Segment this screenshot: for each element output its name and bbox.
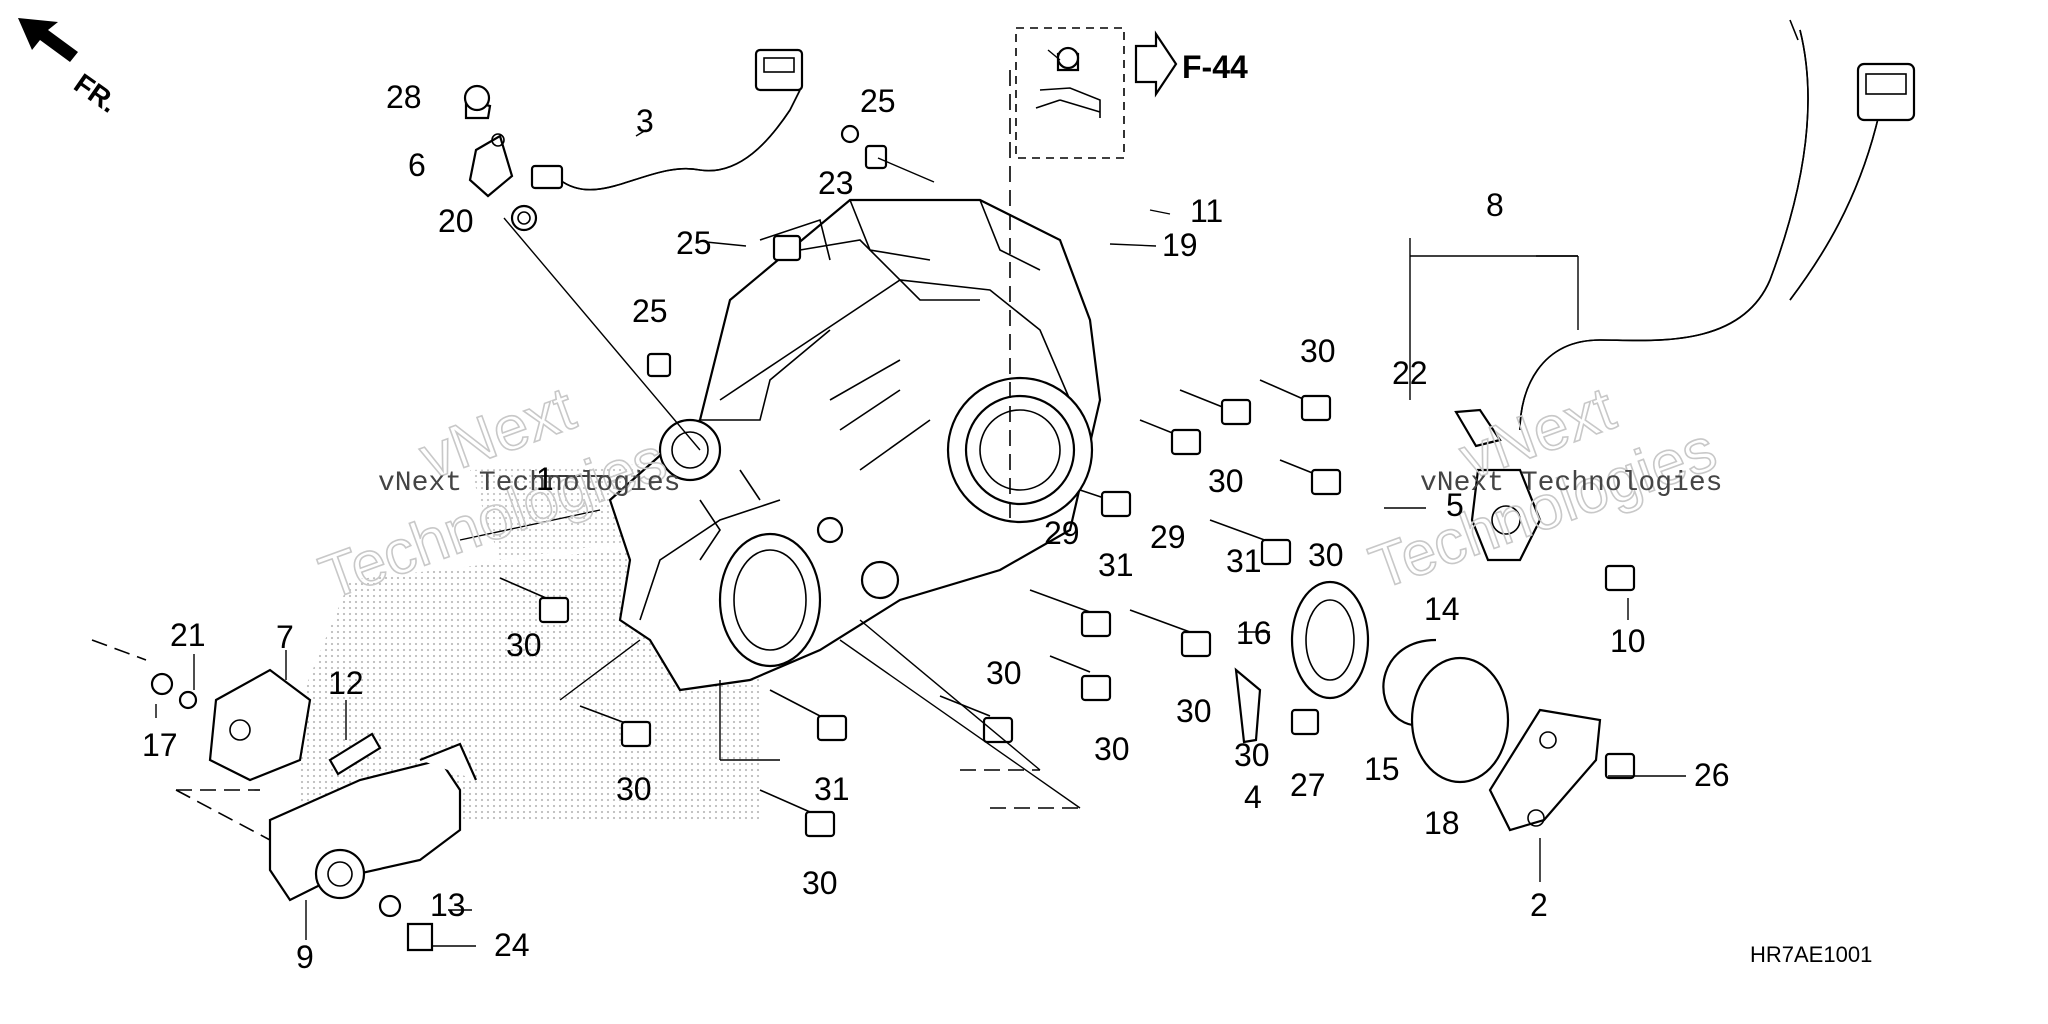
diagram-code: HR7AE1001 — [1750, 942, 1872, 967]
callout-label: 3 — [636, 103, 654, 139]
callout-label: 30 — [1308, 537, 1344, 573]
callout-label: 13 — [430, 887, 466, 923]
bearing-group — [1290, 580, 1602, 832]
bolt — [1049, 655, 1112, 702]
callout-label: 30 — [506, 627, 542, 663]
bolt — [499, 577, 570, 624]
callout-label: 12 — [328, 665, 364, 701]
bolt — [1279, 459, 1342, 496]
bolt — [1290, 708, 1320, 736]
bolt — [939, 695, 1014, 744]
bolt — [1259, 379, 1332, 422]
callout-label: 31 — [1098, 547, 1134, 583]
front-label: FR. — [69, 68, 124, 119]
callout-label: 30 — [1234, 737, 1270, 773]
sensor-harness-right — [1454, 19, 1916, 562]
bolt — [759, 789, 836, 838]
callout-label: 30 — [986, 655, 1022, 691]
callout-label: 25 — [860, 83, 896, 119]
callout-label: 30 — [802, 865, 838, 901]
callout-label: 11 — [1190, 193, 1223, 229]
callout-label: 7 — [276, 619, 294, 655]
callout-label: 21 — [170, 617, 206, 653]
callout-label: 26 — [1694, 757, 1730, 793]
callout-label: 24 — [494, 927, 530, 963]
reference-arrow-icon — [1134, 30, 1178, 98]
callout-label: 20 — [438, 203, 474, 239]
bolt — [1129, 609, 1212, 658]
callout-label: 16 — [1236, 615, 1272, 651]
bolt — [1604, 752, 1636, 780]
callout-label: 17 — [142, 727, 178, 763]
front-arrow-icon — [18, 18, 78, 62]
bracket-4 — [1234, 667, 1262, 744]
callout-numbers: 1 2 3 4 5 6 7 8 9 10 11 12 13 14 15 16 1… — [142, 79, 1730, 975]
callout-label: 5 — [1446, 487, 1464, 523]
callout-label: 9 — [296, 939, 314, 975]
callout-label: 30 — [1094, 731, 1130, 767]
left-sensors — [463, 84, 888, 378]
lower-left-assembly — [150, 668, 478, 952]
callout-label: 15 — [1364, 751, 1400, 787]
bolt — [769, 689, 848, 742]
callout-label: 29 — [1150, 519, 1186, 555]
sensor-harness-left — [530, 48, 804, 191]
callout-label: 2 — [1530, 887, 1548, 923]
callout-label: 28 — [386, 79, 422, 115]
bolt — [1209, 519, 1292, 566]
callout-label: 25 — [632, 293, 668, 329]
rear-crankcase-cover — [608, 198, 1102, 692]
front-direction-marker: FR. — [18, 18, 123, 119]
callout-label: 14 — [1424, 591, 1460, 627]
callout-label: 30 — [1176, 693, 1212, 729]
reference-label: F-44 — [1182, 49, 1248, 85]
callout-label: 30 — [616, 771, 652, 807]
callout-label: 6 — [408, 147, 426, 183]
bolts — [499, 379, 1636, 838]
watermark-full-left: vNext Technologies — [378, 468, 680, 499]
callout-label: 25 — [676, 225, 712, 261]
callout-label: 1 — [536, 461, 554, 497]
callout-label: 4 — [1244, 779, 1262, 815]
callout-label: 31 — [1226, 543, 1262, 579]
callout-label: 8 — [1486, 187, 1504, 223]
bolt — [1029, 589, 1112, 638]
callout-label: 31 — [814, 771, 850, 807]
bolt — [1179, 389, 1252, 426]
callout-label: 18 — [1424, 805, 1460, 841]
bolt — [579, 705, 652, 748]
callout-label: 23 — [818, 165, 854, 201]
callout-label: 30 — [1300, 333, 1336, 369]
bolt — [1079, 489, 1132, 518]
callout-label: 27 — [1290, 767, 1326, 803]
bolt — [1139, 419, 1202, 456]
watermark-full-right: vNext Technologies — [1420, 468, 1722, 499]
callout-label: 22 — [1392, 355, 1428, 391]
bolt — [1604, 564, 1636, 592]
callout-label: 30 — [1208, 463, 1244, 499]
callout-label: 10 — [1610, 623, 1646, 659]
callout-label: 29 — [1044, 515, 1080, 551]
callout-label: 19 — [1162, 227, 1198, 263]
reference-box: F-44 — [1015, 27, 1248, 159]
leader-lines — [91, 70, 1686, 947]
